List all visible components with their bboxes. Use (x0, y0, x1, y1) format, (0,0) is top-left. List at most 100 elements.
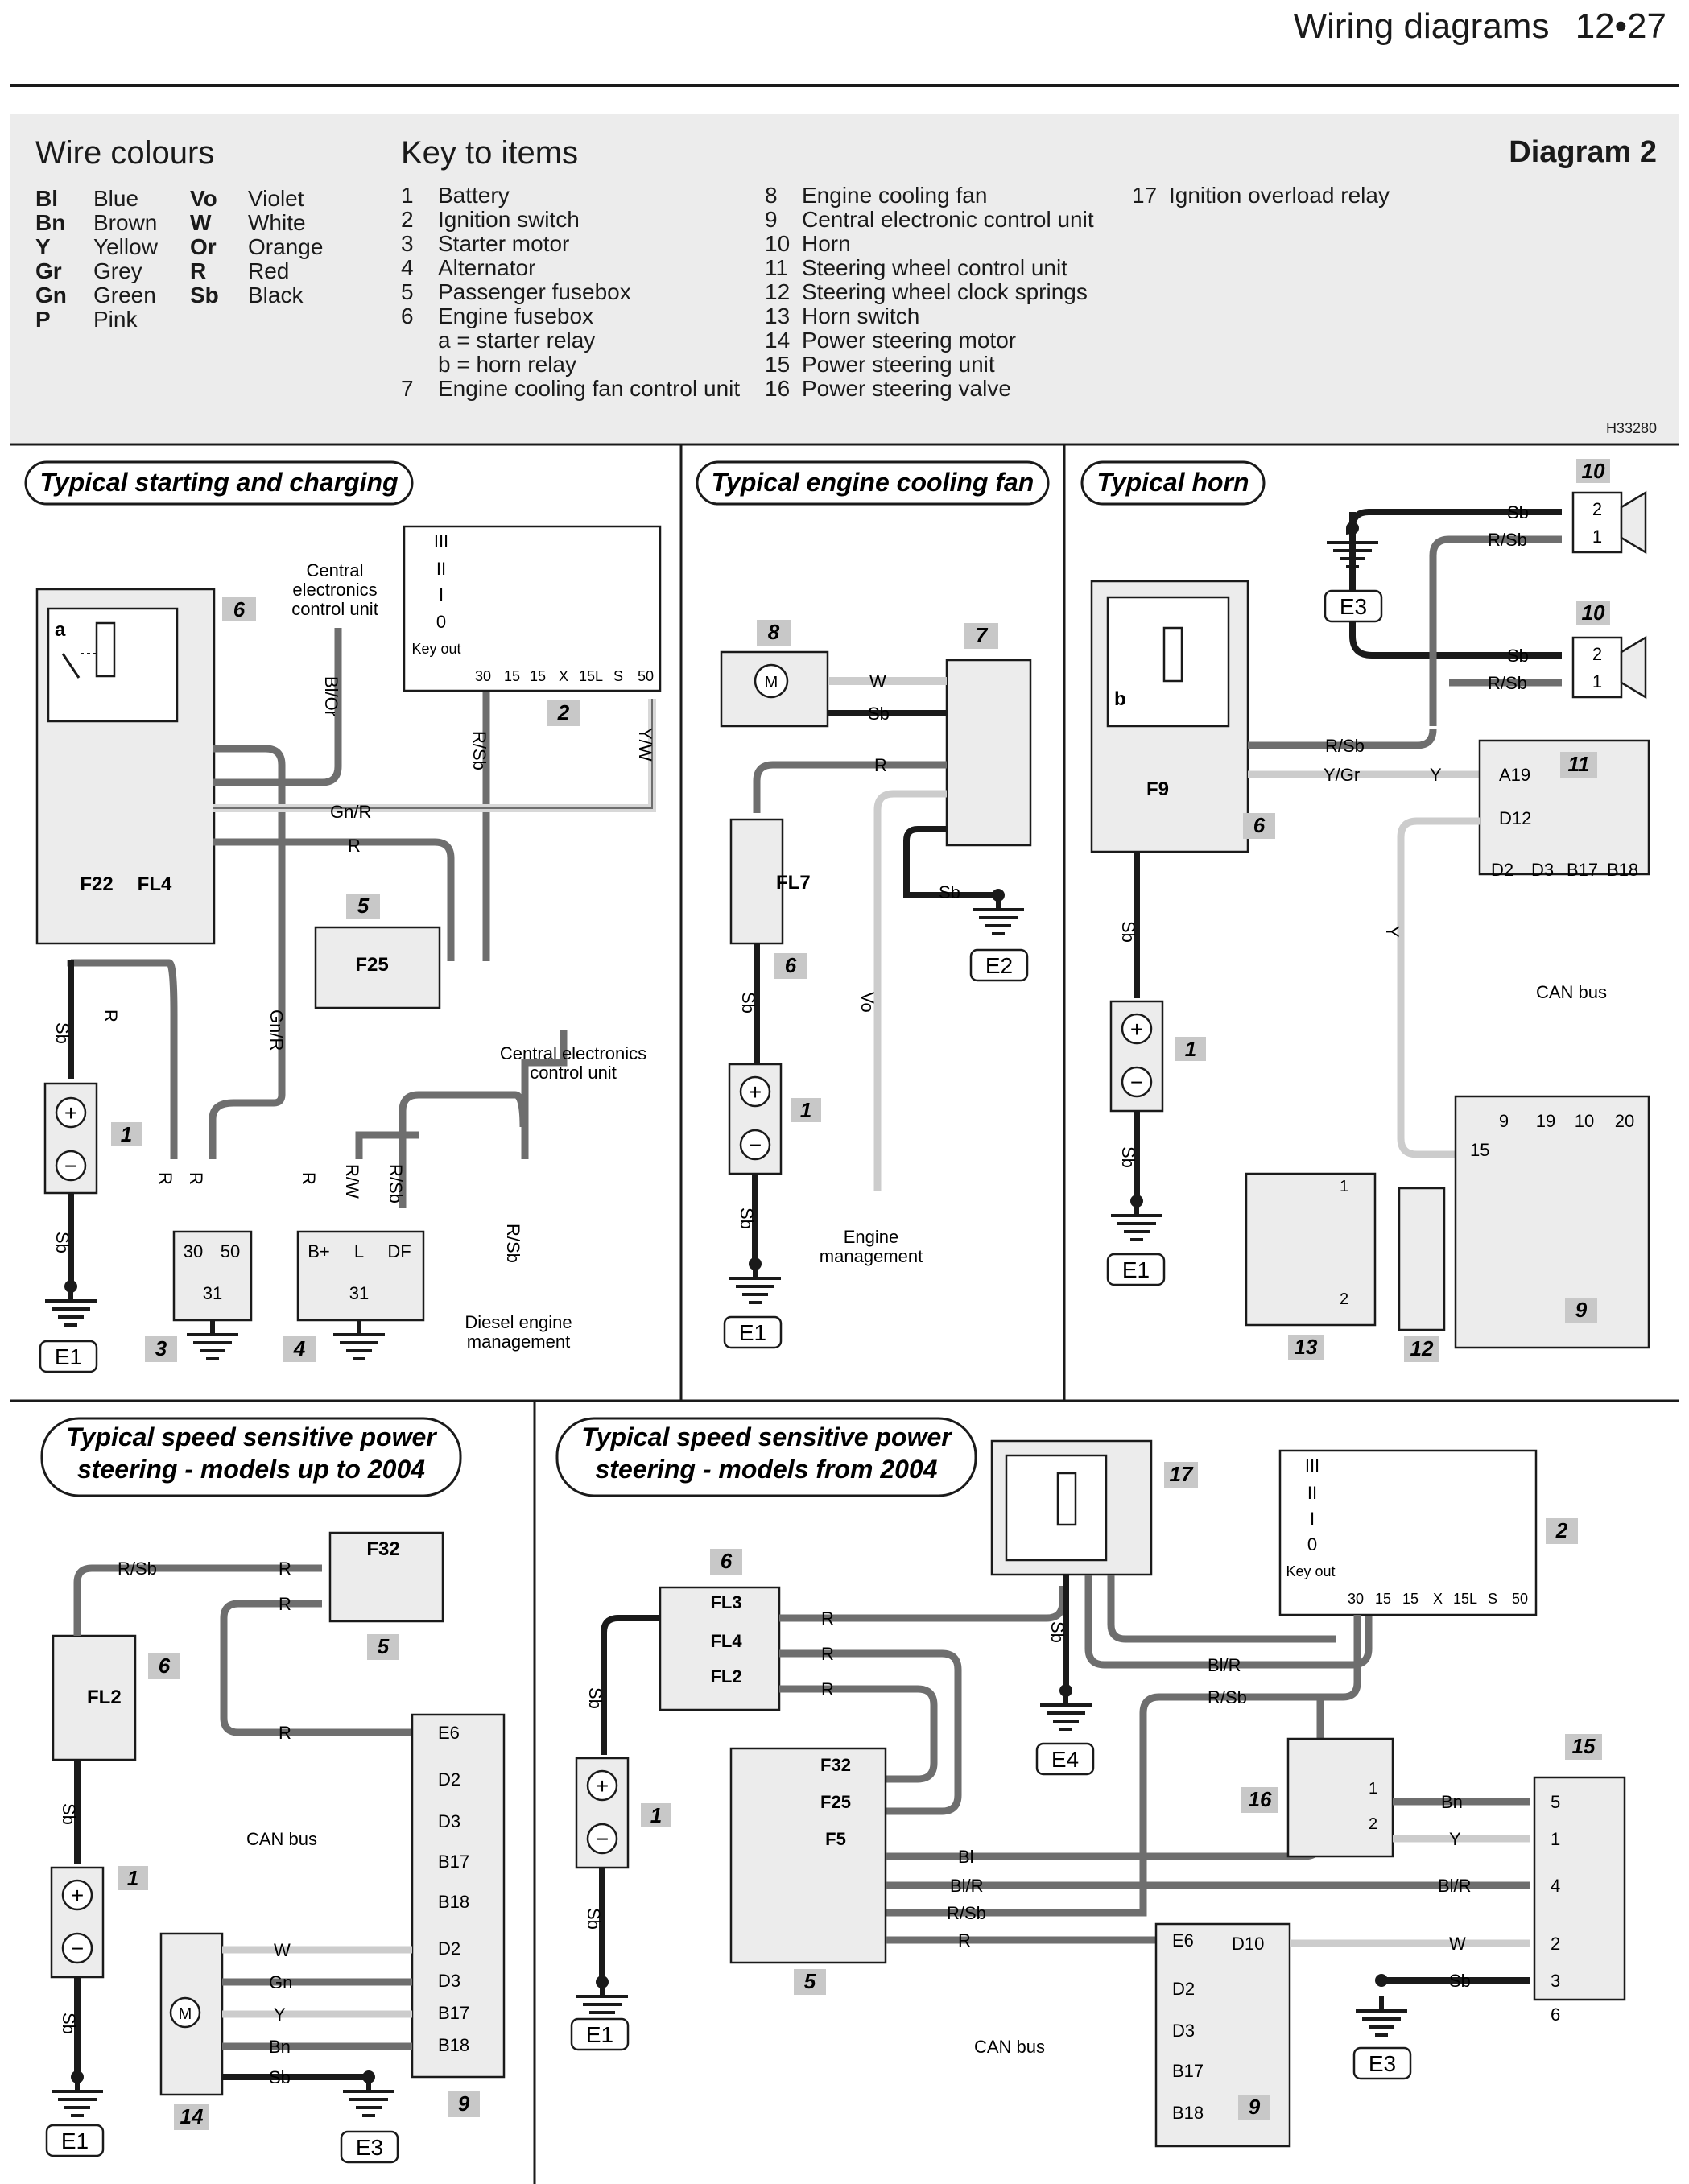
svg-text:R: R (958, 1930, 971, 1951)
svg-text:Sb: Sb (1118, 1146, 1138, 1168)
wire-colour-name: Orange (248, 234, 324, 259)
svg-text:30: 30 (475, 668, 491, 684)
svg-text:B18: B18 (438, 1892, 469, 1912)
svg-text:15L: 15L (1453, 1591, 1477, 1607)
svg-text:Bl/R: Bl/R (1438, 1876, 1472, 1896)
svg-text:a: a (55, 619, 66, 641)
alternator-4 (296, 1230, 425, 1322)
svg-text:31: 31 (349, 1283, 369, 1303)
section-title-horn: Typical horn (1080, 460, 1266, 506)
svg-text:15: 15 (1470, 1140, 1489, 1160)
wire-colour-name: Green (93, 283, 156, 308)
svg-text:1: 1 (1185, 1037, 1196, 1061)
key-item-number: 3 (401, 231, 414, 256)
key-item-number: 8 (765, 183, 778, 208)
svg-text:31: 31 (203, 1283, 222, 1303)
svg-text:10: 10 (1582, 459, 1605, 483)
key-item-text: Passenger fusebox (438, 279, 631, 304)
svg-text:B17: B17 (1567, 860, 1598, 880)
fusebox-6-fl2 (52, 1634, 137, 1761)
section-title-ps-old-line2: steering - models up to 2004 (77, 1455, 425, 1484)
svg-text:4: 4 (293, 1336, 306, 1360)
svg-text:Sb: Sb (1047, 1621, 1067, 1643)
wire-colour-code: R (190, 258, 207, 283)
section-title-ps-old: Typical speed sensitive power steering -… (40, 1417, 462, 1497)
svg-text:5: 5 (357, 894, 370, 918)
ecu-label-b1: Central electronics (500, 1043, 646, 1063)
svg-text:Sb: Sb (59, 1803, 79, 1825)
wire-colour-code: W (190, 210, 212, 235)
key-item-number: 17 (1132, 183, 1158, 208)
svg-text:12: 12 (1410, 1336, 1434, 1360)
svg-text:D12: D12 (1499, 808, 1531, 828)
svg-text:R: R (299, 1172, 319, 1185)
svg-text:+: + (596, 1773, 609, 1798)
key-item-number: 15 (765, 352, 791, 377)
svg-text:F22: F22 (80, 873, 113, 895)
svg-text:Sb: Sb (585, 1687, 605, 1709)
wire-colour-code: Y (35, 234, 51, 259)
svg-text:M: M (765, 674, 778, 692)
svg-text:−: − (749, 1133, 762, 1158)
diesel-label-1: Diesel engine (465, 1312, 572, 1332)
svg-text:6: 6 (721, 1549, 733, 1573)
svg-text:FL3: FL3 (710, 1592, 741, 1612)
svg-text:D3: D3 (1172, 2021, 1195, 2041)
svg-text:R: R (155, 1172, 176, 1185)
svg-text:6: 6 (159, 1653, 171, 1678)
svg-text:Y/Gr: Y/Gr (1324, 765, 1360, 785)
svg-text:Gn/R: Gn/R (266, 1009, 287, 1051)
diagram-label: Diagram 2 (1509, 135, 1657, 169)
svg-text:1: 1 (1592, 526, 1602, 547)
svg-text:Y: Y (1430, 765, 1442, 785)
svg-text:R: R (821, 1608, 834, 1629)
svg-text:1: 1 (121, 1122, 132, 1146)
key-item-number: 1 (401, 183, 414, 208)
key-item-number: 2 (401, 207, 414, 232)
key-item-text: Starter motor (438, 231, 570, 256)
horn-switch-13 (1245, 1172, 1377, 1327)
key-out-label: Key out (411, 641, 460, 657)
svg-text:19: 19 (1536, 1111, 1555, 1131)
svg-text:2: 2 (1340, 1290, 1348, 1308)
key-item-number: 4 (401, 255, 414, 280)
svg-text:0: 0 (436, 612, 446, 632)
svg-text:6: 6 (785, 953, 797, 977)
svg-text:R/Sb: R/Sb (1488, 673, 1527, 693)
svg-text:FL7: FL7 (776, 872, 811, 894)
svg-text:D10: D10 (1232, 1934, 1264, 1954)
key-item-text: Alternator (438, 255, 536, 280)
wire-colour-name: Violet (248, 186, 304, 211)
svg-text:3: 3 (1551, 1971, 1560, 1991)
svg-text:Bl: Bl (958, 1847, 974, 1867)
can-bus-label-horn: CAN bus (1536, 982, 1607, 1002)
svg-text:5: 5 (804, 1969, 816, 1993)
svg-text:R: R (348, 836, 361, 856)
svg-text:F32: F32 (366, 1538, 399, 1560)
svg-text:Y: Y (1449, 1829, 1461, 1849)
svg-text:II: II (436, 559, 446, 579)
key-item-text: Engine cooling fan control unit (438, 376, 741, 401)
can-bus-label-old: CAN bus (246, 1829, 317, 1849)
svg-text:A19: A19 (1499, 765, 1530, 785)
svg-text:Sb: Sb (737, 1208, 757, 1229)
key-panel (10, 114, 1679, 443)
svg-text:50: 50 (638, 668, 654, 684)
svg-text:Bn: Bn (269, 2037, 291, 2057)
svg-text:L: L (354, 1241, 364, 1261)
key-item-number: 12 (765, 279, 791, 304)
svg-text:R: R (821, 1679, 834, 1699)
svg-text:III: III (1305, 1455, 1319, 1476)
svg-text:2: 2 (1369, 1815, 1377, 1833)
svg-text:50: 50 (221, 1241, 240, 1261)
svg-text:Y/W: Y/W (635, 728, 655, 762)
